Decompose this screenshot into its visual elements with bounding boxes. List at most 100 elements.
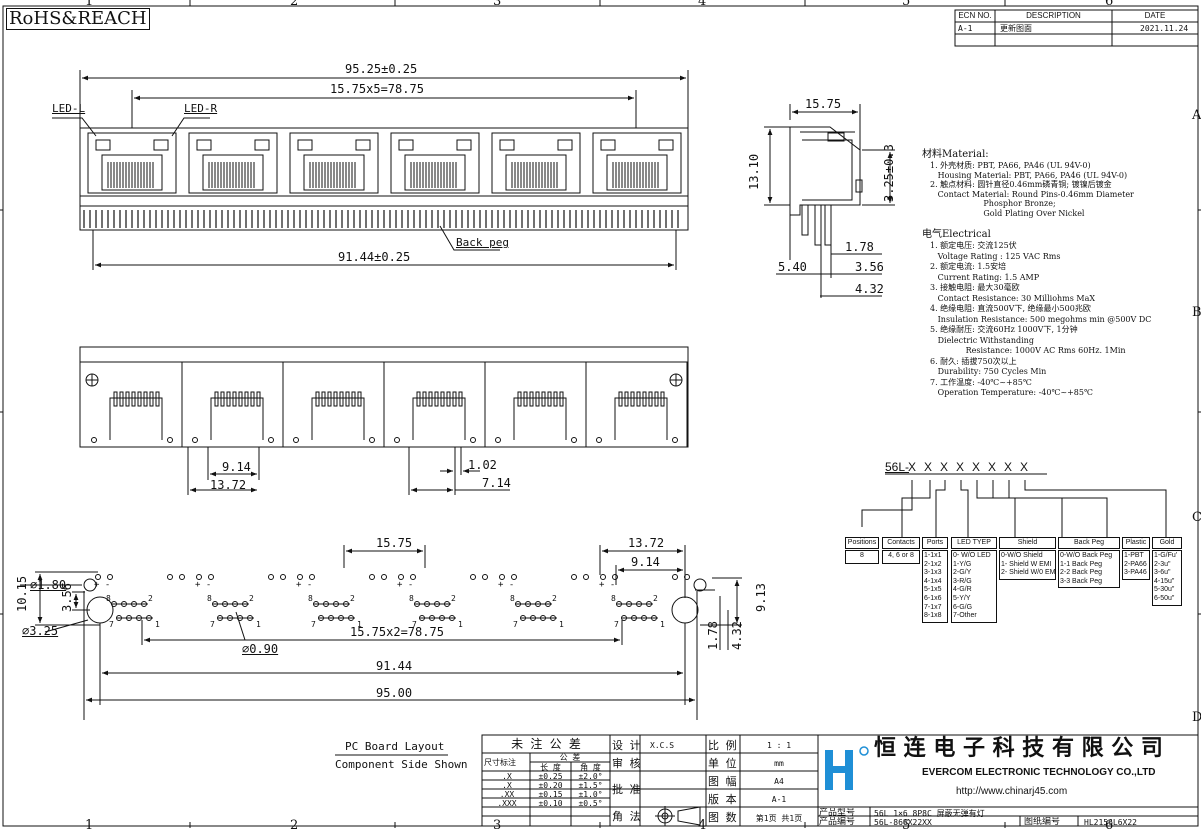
- back-peg-label: Back peg: [456, 236, 509, 249]
- material-line: 2. 触点材料: 圆针直径0.46mm磷青铜; 镀镍后镀金: [930, 180, 1112, 189]
- front-port: [592, 132, 682, 194]
- led-hole: [179, 574, 185, 580]
- dim-span-95-00: 95.00: [376, 686, 413, 700]
- part-code-box-title: Back Peg: [1058, 537, 1120, 549]
- part-code-option: 8-1x8: [924, 612, 942, 620]
- rev-cell: A-1: [958, 24, 973, 33]
- rev-header-date: DATE: [1144, 11, 1166, 20]
- info-size-val: A4: [774, 777, 784, 786]
- led-hole: [482, 574, 488, 580]
- bottom-contact: [541, 391, 546, 407]
- led-window: [254, 139, 270, 151]
- pin-number-label: 7: [513, 620, 518, 629]
- bottom-contact: [434, 391, 439, 407]
- part-code-option: 2-2 Back Peg: [1060, 569, 1103, 577]
- bottom-contact: [327, 391, 332, 407]
- zone-number: 1: [85, 818, 94, 833]
- pin-number-label: 2: [148, 594, 153, 603]
- bottom-contact: [535, 391, 540, 407]
- part-code-option: 5-30u": [1154, 586, 1175, 594]
- bottom-contact-block: [210, 397, 264, 440]
- drawing-number-label: 图纸编号: [1024, 817, 1061, 827]
- bottom-peg: [672, 437, 678, 443]
- dim-pcb-3-56: 3.56: [60, 583, 74, 612]
- tolerance-cell: ±2.0°: [578, 772, 603, 781]
- tolerance-sub: 公 差: [559, 753, 581, 762]
- dim-bottom-b: 13.72: [210, 478, 247, 492]
- led-window: [297, 139, 313, 151]
- electrical-line: Dielectric Withstanding: [930, 335, 1034, 345]
- bottom-peg: [596, 437, 602, 443]
- dim-pin-a: 1.78: [845, 240, 874, 254]
- part-code-lines: [861, 473, 1167, 537]
- dim-pin-d: 4.32: [855, 282, 884, 296]
- zone-number: 5: [902, 818, 911, 833]
- bottom-contact: [553, 391, 558, 407]
- led-window: [355, 139, 371, 151]
- part-code-option: 3-PA46: [1124, 569, 1147, 577]
- bottom-contact: [214, 391, 219, 407]
- info-unit-val: mm: [774, 759, 784, 768]
- led-right-label: LED-R: [184, 102, 218, 115]
- material-title: 材料Material:: [922, 149, 989, 160]
- led-left-label: LED-L: [52, 102, 86, 115]
- led-hole: [499, 574, 505, 580]
- company-url: http://www.chinarj45.com: [956, 786, 1068, 797]
- bottom-contact: [119, 391, 124, 407]
- part-code-box-body: 4, 6 or 8: [882, 550, 920, 564]
- zone-number: 2: [290, 818, 299, 833]
- bottom-peg: [495, 437, 501, 443]
- bottom-peg: [268, 437, 274, 443]
- product-model-val: 56L 1×6 8P8C 屏蔽无弹有灯: [874, 809, 985, 818]
- material-line: Gold Plating Over Nickel: [930, 208, 1085, 218]
- bottom-contact: [547, 391, 552, 407]
- bottom-contact: [256, 391, 261, 407]
- led-hole: [268, 574, 274, 580]
- bottom-contact: [654, 391, 659, 407]
- approval-design-val: X.C.S: [650, 741, 675, 750]
- info-ver-val: A-1: [771, 795, 787, 804]
- part-code-option: 0- W/O LED: [953, 552, 991, 559]
- bottom-contact: [232, 391, 237, 407]
- pcb-polarity-label: + -: [498, 580, 515, 590]
- part-code-box-title: Gold Plating: [1152, 537, 1182, 549]
- bottom-contact: [125, 391, 130, 407]
- product-model-label: 产品型号: [819, 808, 856, 818]
- bottom-contact: [149, 391, 154, 407]
- bottom-contact-block: [311, 397, 365, 440]
- part-code-option: 1-Y/G: [953, 560, 972, 568]
- led-window: [153, 139, 169, 151]
- bottom-peg: [91, 437, 97, 443]
- info-ver-label: 版 本: [708, 793, 737, 806]
- part-code-option: 2- Shield W/0 EMI: [1001, 569, 1056, 577]
- pin-number-label: 1: [458, 620, 463, 629]
- tolerance-cell: ±0.10: [538, 799, 563, 808]
- bottom-contact: [113, 391, 118, 407]
- pin-hole-label: ⌀0.90: [242, 642, 279, 656]
- tolerance-cell: .XXX: [497, 799, 517, 808]
- zone-number: 6: [1105, 818, 1114, 833]
- part-code-option: 2-3u": [1154, 560, 1171, 568]
- tolerance-label: 尺寸标注: [484, 758, 516, 767]
- bottom-contact: [642, 391, 647, 407]
- bottom-peg: [394, 437, 400, 443]
- electrical-line: Resistance: 1000V AC Rms 60Hz. 1Min: [930, 346, 1126, 355]
- led-window: [456, 139, 472, 151]
- led-hole: [381, 574, 387, 580]
- bottom-peg: [167, 437, 173, 443]
- hole-small-label: ⌀1.80: [30, 578, 67, 592]
- drawing-number-val: HL2156L6X22: [1084, 818, 1137, 827]
- led-window: [95, 139, 111, 151]
- approval-design: 设 计: [612, 739, 641, 752]
- part-code-box-title: Positions: [845, 537, 879, 549]
- bottom-contact: [357, 391, 362, 407]
- zone-number: 4: [698, 0, 707, 9]
- bottom-contact: [458, 391, 463, 407]
- bottom-contact: [559, 391, 564, 407]
- bottom-contact: [345, 391, 350, 407]
- led-hole: [95, 574, 101, 580]
- part-code-slot: X: [908, 460, 917, 474]
- front-view: [52, 70, 689, 270]
- tolerance-cell: ±0.5°: [578, 799, 603, 808]
